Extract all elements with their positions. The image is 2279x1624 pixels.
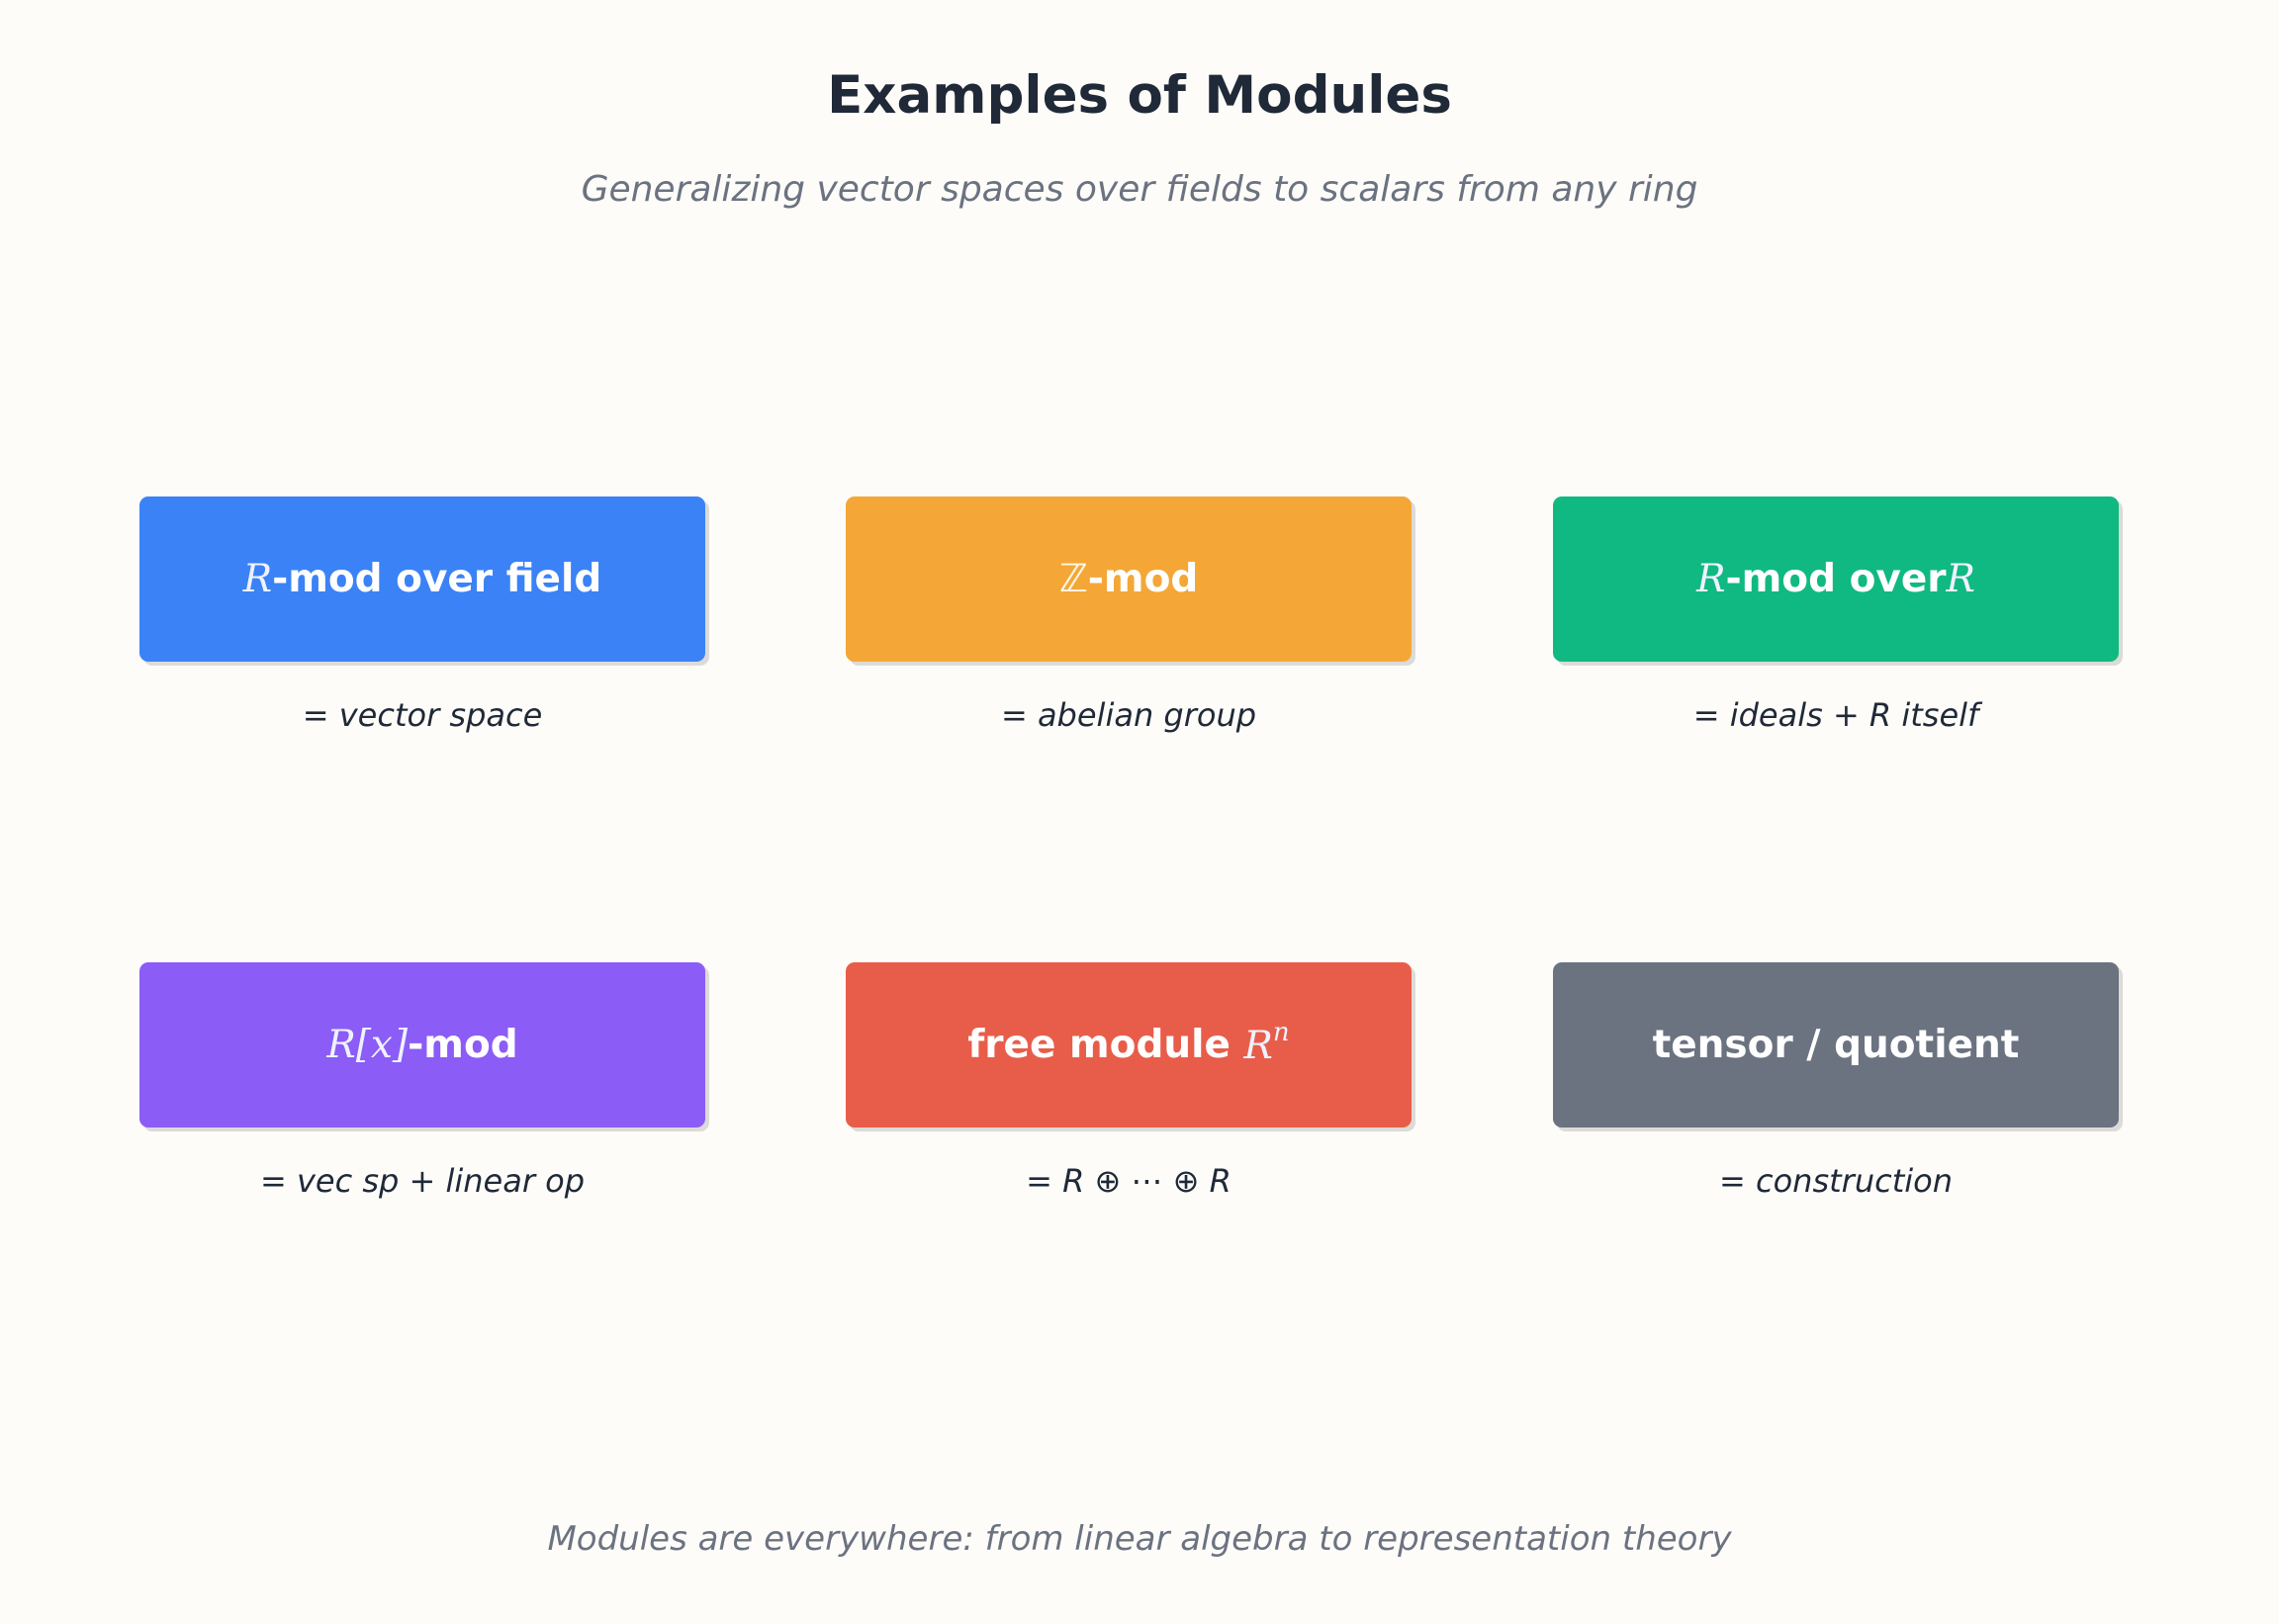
card-label: tensor / quotient <box>1652 1023 2020 1067</box>
diagram-title: Examples of Modules <box>827 65 1452 126</box>
card-rx-mod: R[x]-mod <box>139 962 705 1128</box>
card-math-suffix: Rn <box>1243 1018 1290 1068</box>
card-label: -mod <box>408 1023 518 1067</box>
caption-ideals: = ideals + R itself <box>1692 696 1979 734</box>
card-free-module: free module Rn <box>846 962 1412 1128</box>
diagram-footer: Modules are everywhere: from linear alge… <box>547 1519 1732 1559</box>
card-math-exponent: n <box>1272 1018 1290 1047</box>
card-math-suffix: R <box>1946 557 1975 601</box>
diagram-subtitle: Generalizing vector spaces over fields t… <box>581 169 1698 210</box>
card-math-base: R <box>1243 1024 1273 1068</box>
card-r-mod-over-r: R-mod over R <box>1553 496 2119 662</box>
card-label: -mod over <box>1725 557 1947 601</box>
card-label: free module <box>967 1023 1231 1067</box>
card-math: R[x] <box>326 1023 409 1067</box>
caption-vec-sp-linear-op: = vec sp + linear op <box>259 1162 586 1200</box>
caption-direct-sum: = R ⊕ ⋯ ⊕ R <box>1026 1162 1231 1200</box>
caption-construction: = construction <box>1719 1162 1953 1200</box>
card-math: R <box>1696 557 1726 601</box>
card-math: ℤ <box>1058 557 1088 601</box>
caption-vector-space: = vector space <box>302 696 543 734</box>
card-label: -mod <box>1087 557 1199 601</box>
card-math: R <box>242 557 273 601</box>
card-label: -mod over field <box>272 557 602 601</box>
caption-abelian-group: = abelian group <box>1000 696 1257 734</box>
card-z-mod: ℤ-mod <box>846 496 1412 662</box>
card-tensor-quotient: tensor / quotient <box>1553 962 2119 1128</box>
card-r-mod-over-field: R-mod over field <box>139 496 705 662</box>
